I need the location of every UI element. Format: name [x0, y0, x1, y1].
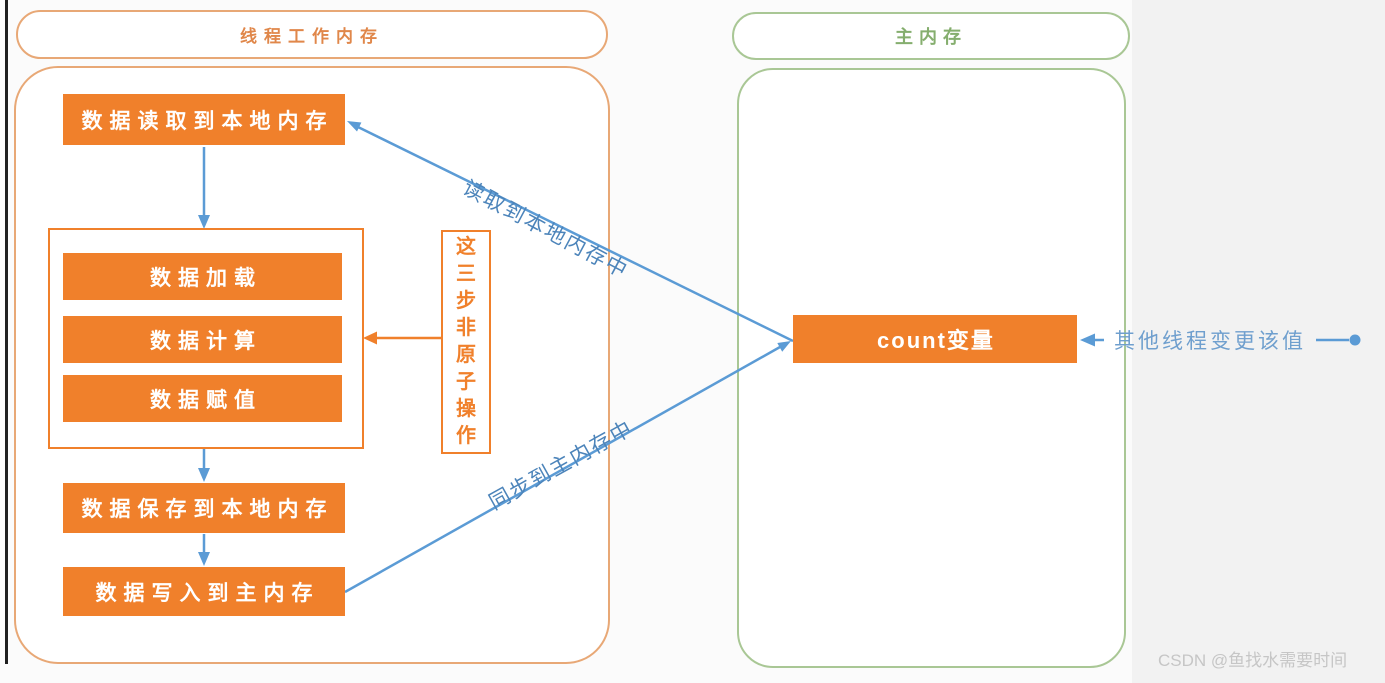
box-write-to-main: 数据写入到主内存: [63, 567, 345, 616]
box-load-label: 数据加载: [150, 266, 262, 290]
box-calc-label: 数据计算: [150, 329, 262, 353]
non-atomic-note-box: 这三步非原子操作: [441, 230, 491, 454]
watermark-text: CSDN @鱼找水需要时间: [1158, 651, 1348, 670]
box-read-to-local: 数据读取到本地内存: [63, 94, 345, 145]
left-black-border-line: [5, 0, 8, 664]
box-calc: 数据计算: [63, 316, 342, 363]
box-save-to-local-label: 数据保存到本地内存: [81, 498, 334, 521]
count-variable-box: count变量: [793, 315, 1077, 363]
non-atomic-note-text: 这三步非原子操作: [456, 236, 476, 447]
background-right-strip: [1132, 0, 1385, 683]
box-save-to-local: 数据保存到本地内存: [63, 483, 345, 533]
box-read-to-local-label: 数据读取到本地内存: [81, 109, 334, 133]
thread-memory-title: 线程工作内存: [16, 10, 608, 59]
box-load: 数据加载: [63, 253, 342, 300]
other-thread-label: 其他线程变更该值: [1114, 330, 1306, 353]
box-assign: 数据赋值: [63, 375, 342, 422]
main-memory-container: [737, 68, 1126, 668]
thread-memory-title-label: 线程工作内存: [240, 27, 384, 46]
main-memory-title-label: 主内存: [895, 27, 967, 47]
box-assign-label: 数据赋值: [150, 388, 262, 412]
count-variable-label: count变量: [877, 328, 995, 353]
box-write-to-main-label: 数据写入到主内存: [95, 581, 320, 605]
main-memory-title: 主内存: [732, 12, 1130, 60]
